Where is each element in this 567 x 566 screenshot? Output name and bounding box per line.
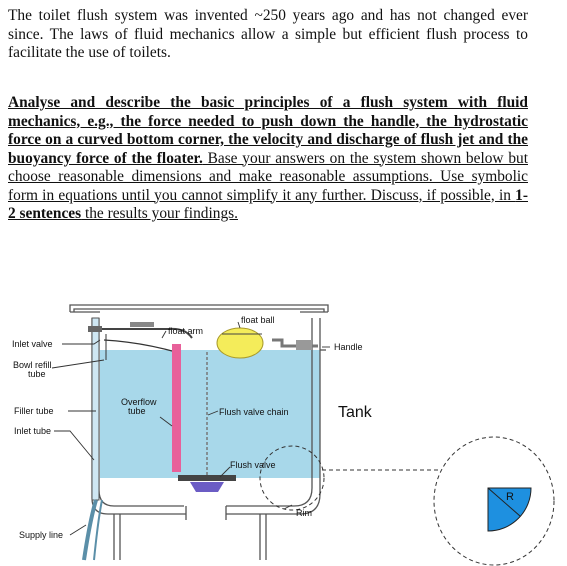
- handle-label: Handle: [334, 342, 363, 352]
- overflow-tube: [172, 344, 181, 472]
- intro-paragraph: The toilet flush system was invented ~25…: [8, 7, 528, 61]
- task-instructions-a: Base your answers on the system shown be…: [8, 149, 528, 204]
- rim-label: Rim: [296, 508, 312, 518]
- task-paragraph: Analyse and describe the basic principle…: [8, 94, 528, 224]
- supply-line-label: Supply line: [19, 530, 63, 540]
- task-instructions-b: the results your findings.: [81, 205, 238, 222]
- detail-zoom-circle: [433, 436, 555, 566]
- inlet-valve-body: [88, 326, 102, 332]
- flush-valve: [190, 482, 224, 492]
- flush-valve-chain-label: Flush valve chain: [219, 407, 289, 417]
- float-arm-label: float arm: [168, 326, 203, 336]
- bowl-refill-label-2: tube: [28, 369, 46, 379]
- task-question: Analyse and describe the basic principle…: [8, 94, 528, 167]
- task-sentence-count: 1-2 sentences: [8, 186, 528, 223]
- overflow-label-1: Overflow: [121, 397, 157, 407]
- inlet-tube-label: Inlet tube: [14, 426, 51, 436]
- float-ball-label: float ball: [241, 315, 275, 325]
- float-arm: [102, 327, 193, 339]
- filler-tube-label: Filler tube: [14, 406, 54, 416]
- inlet-valve-label: Inlet valve: [12, 339, 53, 349]
- radius-label: R: [506, 491, 514, 503]
- flush-valve-label: Flush valve: [230, 460, 276, 470]
- float-ball: [216, 327, 264, 359]
- corner-zoom-circle: [259, 445, 325, 511]
- bowl-refill-tube: [103, 339, 177, 353]
- overflow-label-2: tube: [128, 406, 146, 416]
- filler-tube: [91, 317, 100, 501]
- curved-corner-detail: [487, 487, 532, 532]
- tank-label: Tank: [338, 404, 373, 421]
- bowl-refill-label-1: Bowl refill: [13, 360, 52, 370]
- supply-line-hose: [82, 499, 98, 561]
